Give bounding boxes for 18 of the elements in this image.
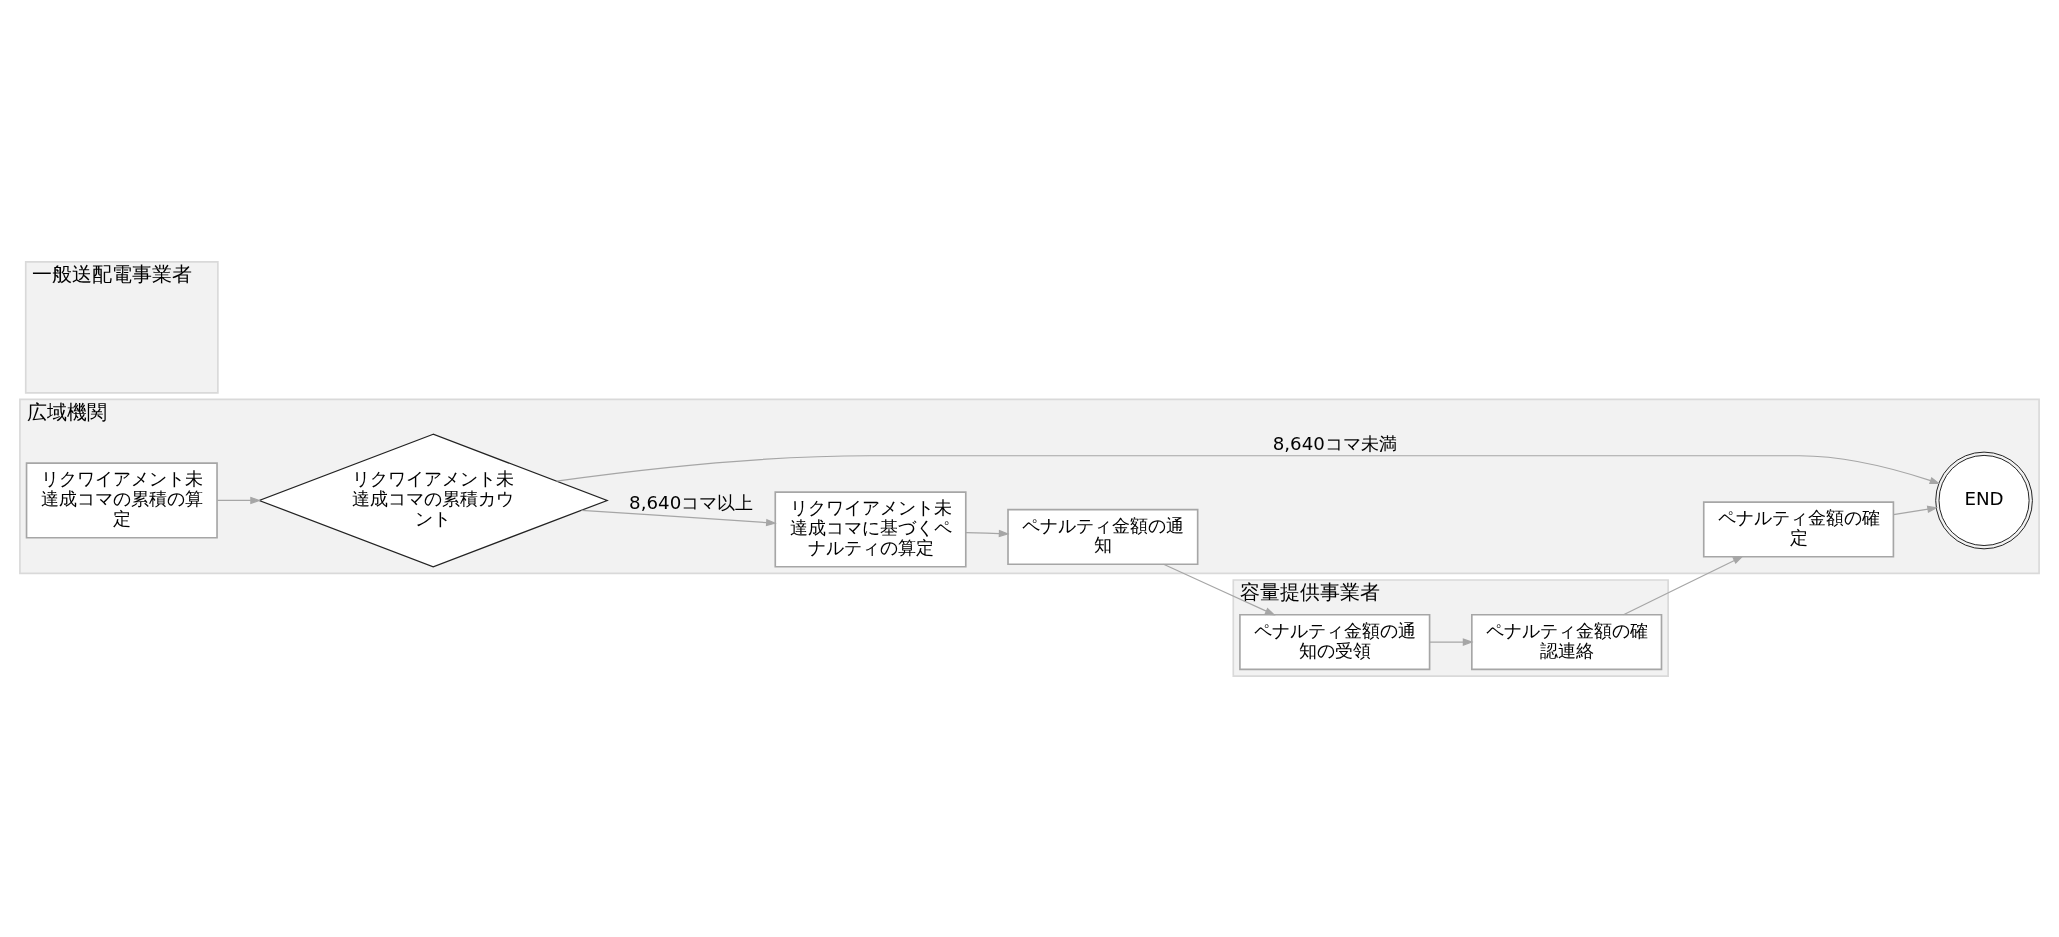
edge-label: 8,640コマ未満 xyxy=(1272,432,1397,454)
node-box: ペナルティ金額の確定 xyxy=(1702,500,1895,558)
node-box: ペナルティ金額の通知 xyxy=(1007,508,1199,565)
node-box: リクワイアメント未達成コマに基づくペナルティの算定 xyxy=(774,490,967,568)
node-diamond: リクワイアメント未達成コマの累積カウント xyxy=(257,433,609,567)
arrow xyxy=(1429,637,1474,646)
arrow xyxy=(580,509,777,526)
arrow xyxy=(1622,555,1744,615)
node-box: ペナルティ金額の確認連絡 xyxy=(1471,613,1663,670)
arrow xyxy=(1162,563,1276,615)
edge-label: 8,640コマ以上 xyxy=(629,491,754,513)
arrow xyxy=(965,529,1010,537)
node-box: リクワイアメント未達成コマの累積の算定 xyxy=(25,461,218,539)
arrow xyxy=(1892,505,1939,515)
node-box: ペナルティ金額の通知の受領 xyxy=(1239,613,1431,670)
arrow xyxy=(555,454,1941,484)
arrow xyxy=(216,496,262,504)
node-box: 一般送配電事業者 xyxy=(24,260,219,394)
